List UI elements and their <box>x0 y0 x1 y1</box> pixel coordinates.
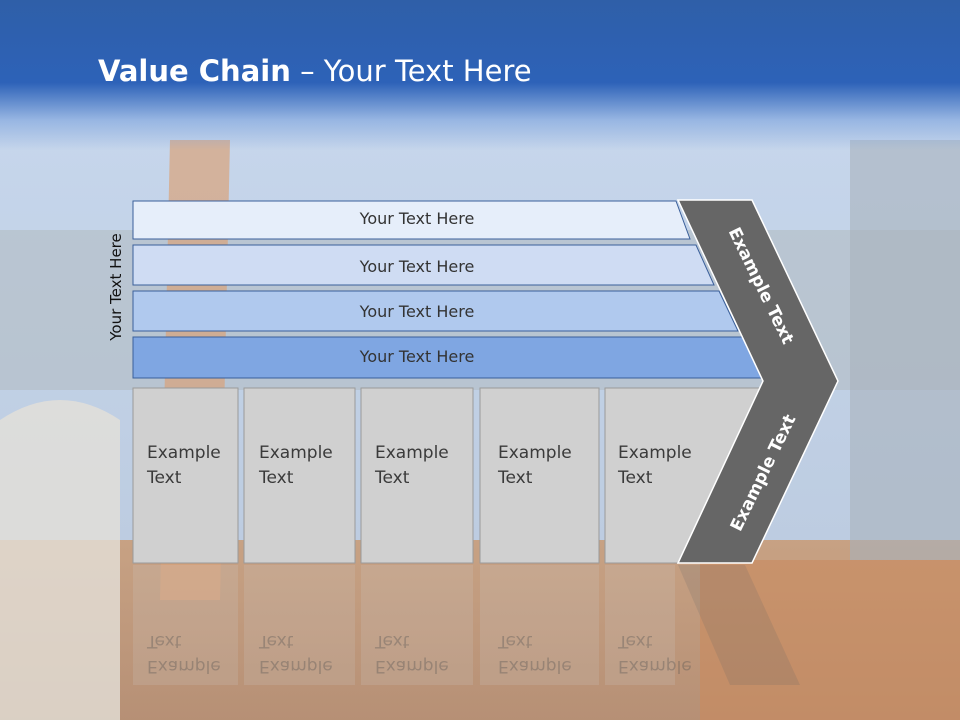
row-2-shape <box>132 244 715 286</box>
box-2-line1: Example <box>259 443 333 463</box>
box-5-text: Example Text <box>618 441 692 491</box>
box-1-reflection-text: Example Text <box>147 631 221 676</box>
box-5-line2: Text <box>618 468 653 488</box>
row-1-shape <box>132 200 691 240</box>
box-4-reflection-text: Example Text <box>498 631 572 676</box>
page-title: Value Chain – Your Text Here <box>98 54 532 88</box>
title-rest: – Your Text Here <box>290 54 532 88</box>
row-2-label: Your Text Here <box>359 257 475 276</box>
box-4-text: Example Text <box>498 441 572 491</box>
chevron-shape <box>676 199 839 564</box>
box-reflection-3 <box>361 565 473 685</box>
box-4-shape <box>479 387 600 564</box>
box-2-line2: Text <box>259 468 294 488</box>
row-3-shape <box>132 290 739 332</box>
box-reflection-4 <box>480 565 599 685</box>
box-2-reflection-text: Example Text <box>259 631 333 676</box>
box-reflection-1 <box>133 565 238 685</box>
row-4-label: Your Text Here <box>359 347 475 366</box>
side-label: Your Text Here <box>107 233 125 341</box>
box-1-shape <box>132 387 239 564</box>
box-5-line1: Example <box>618 443 692 463</box>
box-1-line2: Text <box>147 468 182 488</box>
box-3-text: Example Text <box>375 441 449 491</box>
row-3-label: Your Text Here <box>359 302 475 321</box>
box-3-reflection-text: Example Text <box>375 631 449 676</box>
box-4-line2: Text <box>498 468 533 488</box>
box-2-text: Example Text <box>259 441 333 491</box>
box-2-shape <box>243 387 356 564</box>
box-3-shape <box>360 387 474 564</box>
header-band <box>0 0 960 150</box>
box-3-line2: Text <box>375 468 410 488</box>
chevron-reflection <box>678 565 800 685</box>
box-1-text: Example Text <box>147 441 221 491</box>
box-1-line1: Example <box>147 443 221 463</box>
box-4-line1: Example <box>498 443 572 463</box>
box-reflection-2 <box>244 565 355 685</box>
box-reflection-5 <box>605 565 675 685</box>
box-3-line1: Example <box>375 443 449 463</box>
row-1-label: Your Text Here <box>359 209 475 228</box>
title-bold: Value Chain <box>98 54 291 88</box>
box-5-reflection-text: Example Text <box>618 631 692 676</box>
